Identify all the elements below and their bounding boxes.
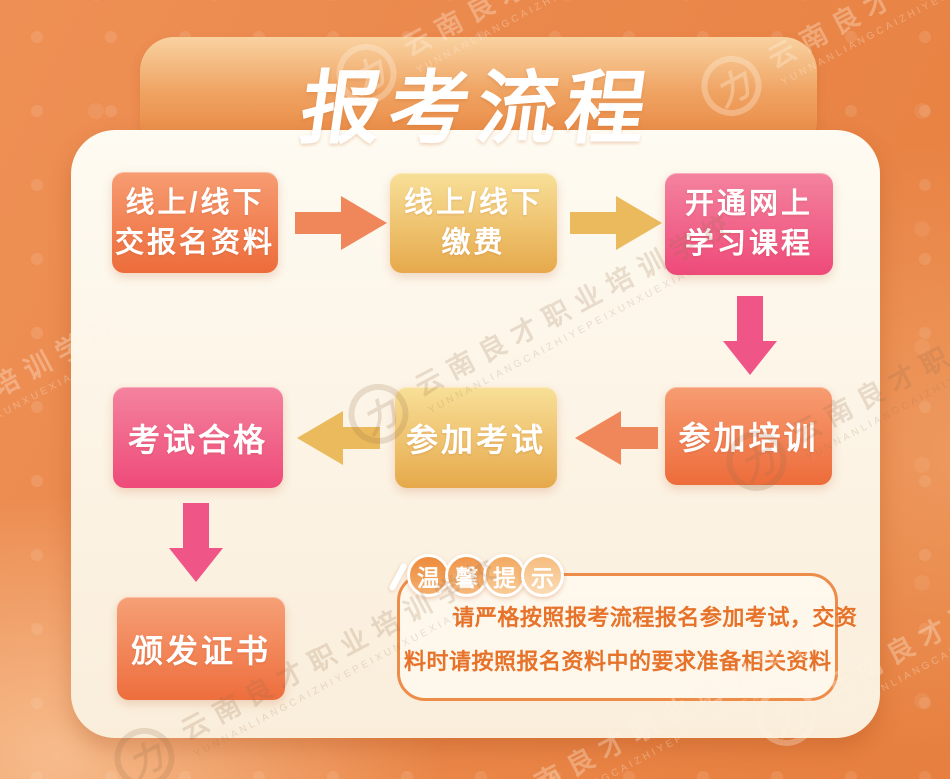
step-line: 参加培训 [678,420,819,456]
tips-text-line: 料时请按照报名资料中的要求准备相关资料 [404,649,832,674]
arrow-left-icon [297,411,380,465]
arrow-down-icon [169,503,223,582]
arrow-down-icon [723,296,777,375]
tips-badge: 温 [407,554,450,597]
tips-text: 请严格按照报考流程报名参加考试，交资 料时请按照报名资料中的要求准备相关资料 [404,596,858,684]
tips-text-line: 请严格按照报考流程报名参加考试，交资 [452,605,858,630]
page-title: 报考流程 [295,64,660,153]
step-open-course: 开通网上 学习课程 [665,173,833,275]
step-line: 线上/线下 [403,187,544,219]
tips-badge: 提 [483,554,526,597]
tips-badge: 示 [521,554,564,597]
step-submit-materials: 线上/线下 交报名资料 [112,172,278,273]
step-pass-exam: 考试合格 [113,387,283,488]
step-line: 缴费 [441,227,506,259]
arrow-left-icon [575,411,658,465]
tips-title-badges: 温 馨 提 示 [388,554,564,597]
step-line: 学习课程 [684,228,813,260]
step-line: 开通网上 [684,188,813,220]
tips-badge: 馨 [445,554,488,597]
step-pay-fee: 线上/线下 缴费 [390,173,557,273]
arrow-right-icon [570,196,662,250]
step-line: 交报名资料 [114,226,275,259]
step-take-exam: 参加考试 [395,387,557,488]
arrow-right-icon [295,196,387,250]
step-attend-training: 参加培训 [665,387,832,485]
step-line: 参加考试 [405,421,546,458]
step-issue-certificate: 颁发证书 [117,597,285,700]
step-line: 颁发证书 [130,632,271,669]
step-line: 考试合格 [127,421,268,458]
step-line: 线上/线下 [125,186,265,219]
